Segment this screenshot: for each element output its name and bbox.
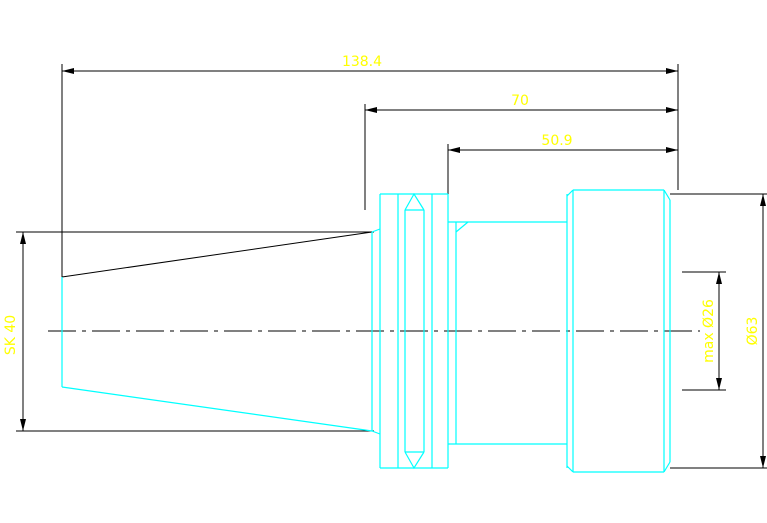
neck-top-chamfer: [455, 221, 469, 233]
arrow-138-right: [666, 68, 678, 74]
label-max-26: max Ø26: [701, 299, 717, 363]
arrow-sk-top: [20, 232, 26, 244]
taper-bottom-line: [61, 386, 373, 432]
body-chamfer-bl: [566, 465, 574, 473]
body-chamfer-br: [663, 461, 671, 473]
v-groove-top: [404, 192, 425, 211]
v-groove-bottom: [404, 451, 425, 470]
arrow-26-top: [716, 272, 722, 284]
label-138-4: 138.4: [342, 54, 382, 70]
body-chamfer-tl: [566, 189, 574, 197]
arrow-70-left: [365, 107, 377, 113]
label-63: Ø63: [745, 317, 761, 346]
flange-chamfer-left-top: [371, 228, 381, 233]
taper-top-line: [61, 231, 373, 278]
arrow-sk-bottom: [20, 419, 26, 431]
arrow-26-bottom: [716, 378, 722, 390]
label-sk-40: SK 40: [3, 315, 19, 355]
arrow-70-right: [666, 107, 678, 113]
arrow-50-right: [666, 147, 678, 153]
flange-chamfer-left-bottom: [371, 430, 381, 435]
arrow-63-top: [760, 194, 766, 206]
body-chamfer-tr: [663, 189, 671, 201]
dimension-lines: [16, 64, 767, 469]
label-70: 70: [511, 93, 529, 109]
part-outline: [61, 189, 671, 473]
dimension-texts: 138.4 70 50.9 SK 40 max Ø26 Ø63: [3, 54, 761, 363]
arrow-138-left: [62, 68, 74, 74]
arrowheads: [20, 68, 766, 468]
label-50-9: 50.9: [541, 133, 572, 149]
arrow-50-left: [448, 147, 460, 153]
arrow-63-bottom: [760, 456, 766, 468]
